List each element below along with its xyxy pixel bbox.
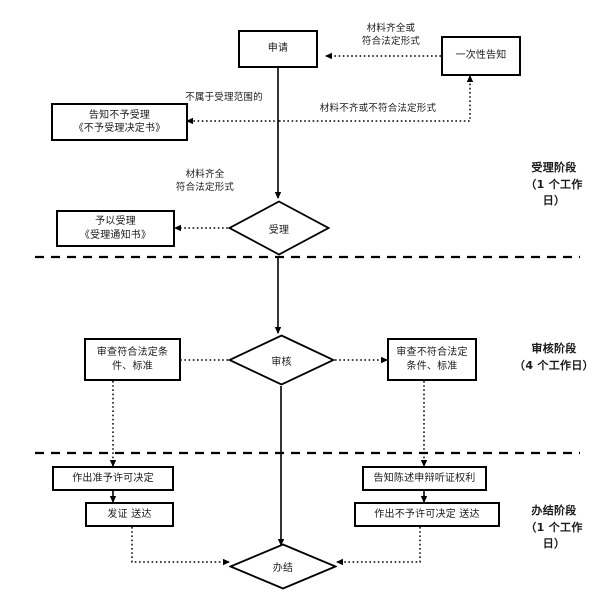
node-notify-reject-accept[interactable]: 告知不予受理 《不予受理决定书》 (51, 103, 188, 141)
stage-label-acceptance: 受理阶段 （1 个工作 日） (508, 160, 600, 210)
stage-label-acceptance-name: 受理阶段 (531, 161, 577, 174)
node-review-decision[interactable]: 审核 (228, 334, 335, 386)
stage-label-review-name: 审核阶段 (531, 342, 577, 355)
node-complete[interactable]: 办结 (229, 543, 337, 590)
edge-label-materials-incomplete: 材料不齐或不符合法定形式 (319, 103, 437, 114)
diamond-shape-complete (229, 543, 337, 590)
node-review-not-conform[interactable]: 审查不符合法定 条件、标准 (387, 338, 477, 381)
edge-label-materials-complete-or-legal: 材料齐全或 符合法定形式 (361, 23, 421, 47)
diamond-shape-accept (228, 200, 330, 256)
node-grant-accept[interactable]: 予以受理 《受理通知书》 (56, 210, 175, 247)
edge-issue-to-complete (131, 527, 230, 566)
node-issue-and-deliver[interactable]: 发证 送达 (85, 502, 174, 527)
edge-deny-to-complete (336, 527, 421, 566)
stage-label-completion-duration: （1 个工作 日） (525, 520, 583, 551)
node-make-permit-decision[interactable]: 作出准予许可决定 (52, 466, 174, 491)
edge-label-materials-complete-legal: 材料齐全 符合法定形式 (175, 169, 235, 193)
node-make-deny-decision[interactable]: 作出不予许可决定 送达 (354, 502, 500, 527)
node-notify-hearing-rights[interactable]: 告知陈述申辩听证权利 (362, 466, 487, 491)
node-apply[interactable]: 申请 (238, 30, 318, 68)
edge-label-not-in-scope: 不属于受理范围的 (185, 92, 263, 103)
stage-label-review: 审核阶段 （4 个工作日） (505, 341, 603, 374)
stage-label-review-duration: （4 个工作日） (514, 358, 594, 372)
diamond-shape-review (228, 334, 335, 386)
stage-label-acceptance-duration: （1 个工作 日） (525, 177, 583, 208)
node-one-time-notice[interactable]: 一次性告知 (441, 36, 521, 76)
node-review-conform[interactable]: 审查符合法定条 件、标准 (84, 338, 181, 381)
stage-label-completion: 办结阶段 （1 个工作 日） (508, 503, 600, 553)
stage-label-completion-name: 办结阶段 (531, 504, 577, 517)
node-accept-decision[interactable]: 受理 (228, 200, 330, 256)
